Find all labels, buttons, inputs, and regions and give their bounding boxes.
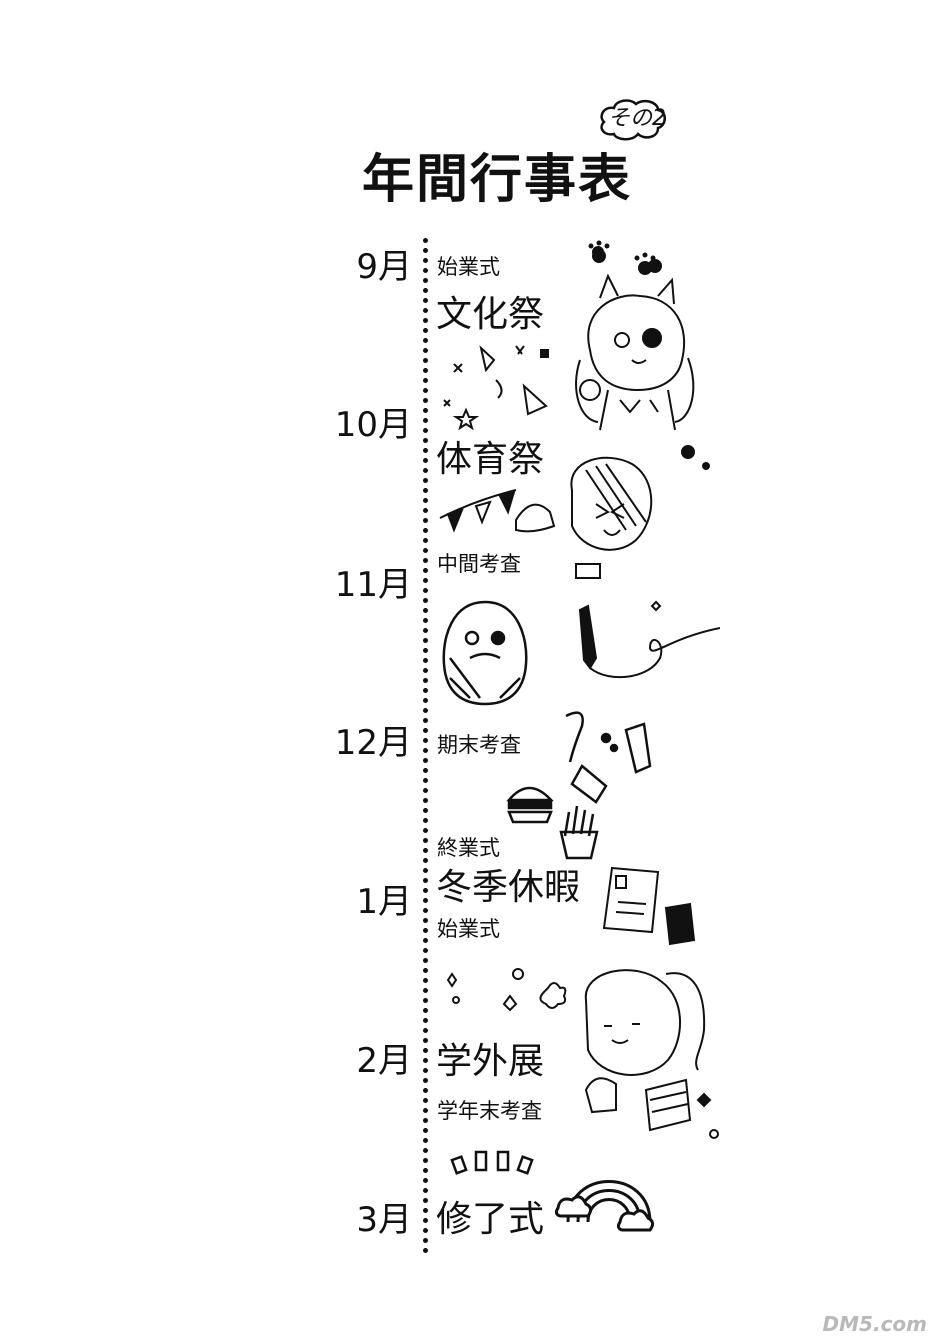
month-december: 12月 <box>334 723 412 763</box>
exhibition-girl-illustration <box>446 968 719 1139</box>
event-opening-ceremony-sep: 始業式 <box>437 255 500 279</box>
event-completion-ceremony: 修了式 <box>436 1199 545 1240</box>
event-exhibition: 学外展 <box>436 1041 545 1082</box>
event-culture-festival: 文化祭 <box>436 294 545 335</box>
rainbow-illustration <box>554 1180 655 1232</box>
event-year-end-exam: 学年末考査 <box>437 1099 542 1123</box>
burger-fries-illustration <box>506 786 599 860</box>
paw-prints-icon <box>588 240 656 275</box>
month-november: 11月 <box>334 565 412 605</box>
confetti-illustration <box>443 345 549 430</box>
event-midterm-exam: 中間考査 <box>437 552 521 576</box>
event-opening-ceremony-jan: 始業式 <box>437 917 500 941</box>
month-march: 3月 <box>356 1200 412 1240</box>
month-january: 1月 <box>356 882 412 922</box>
month-october: 10月 <box>334 405 412 445</box>
daruma-illustration <box>442 600 528 706</box>
watermark-logo: DM5.com <box>822 1312 927 1336</box>
month-september: 9月 <box>356 247 412 287</box>
month-february: 2月 <box>356 1041 412 1081</box>
event-closing-ceremony: 終業式 <box>437 836 500 860</box>
event-winter-break: 冬季休暇 <box>436 867 581 908</box>
subtitle-bubble-shape <box>600 99 666 141</box>
pen-illustration <box>578 600 720 679</box>
celebration-marks-icon <box>450 1150 534 1175</box>
event-final-exam: 期末考査 <box>437 733 521 757</box>
event-sports-festival: 体育祭 <box>436 439 545 480</box>
subtitle: その2 <box>608 106 666 131</box>
timeline-dotted-line <box>423 238 428 1254</box>
paint-tubes-illustration <box>565 711 652 804</box>
postcard-phone-illustration <box>602 866 696 946</box>
sports-festival-illustration <box>439 445 710 579</box>
page-title: 年間行事表 <box>362 150 633 210</box>
